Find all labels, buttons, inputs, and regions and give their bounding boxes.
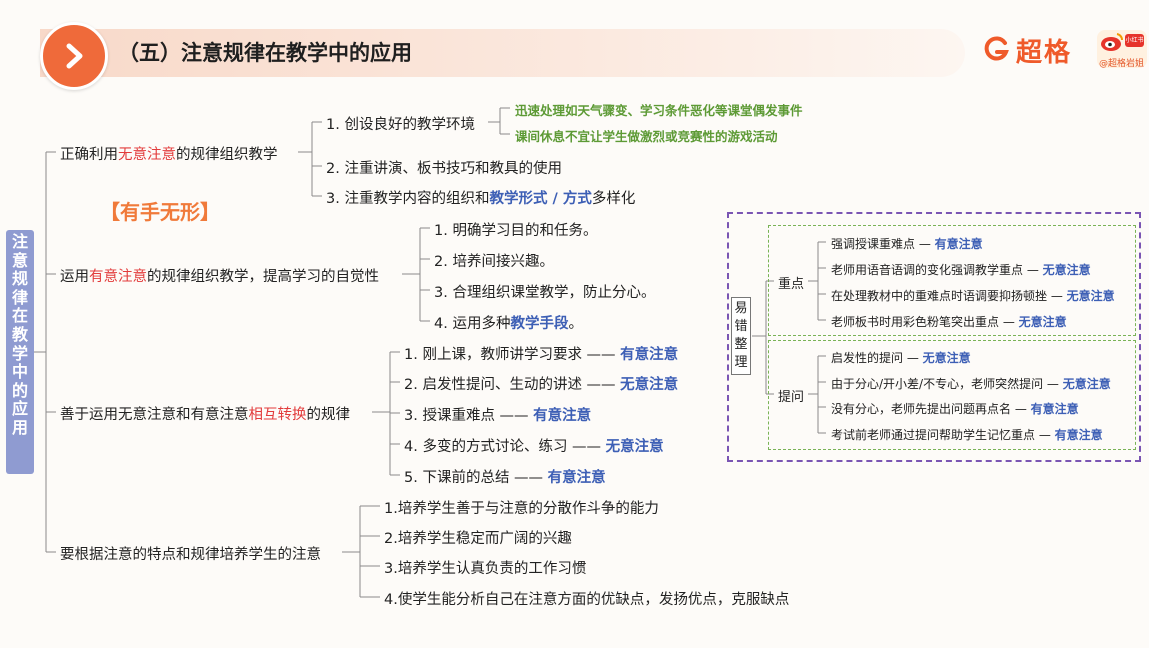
branch-4-item: 1.培养学生善于与注意的分散作斗争的能力 <box>384 501 659 517</box>
branch-2-label: 运用有意注意的规律组织教学，提高学习的自觉性 <box>60 269 379 285</box>
branch-1-item: 2. 注重讲演、板书技巧和教具的使用 <box>326 161 562 177</box>
panel-item: 老师板书时用彩色粉笔突出重点 — 无意注意 <box>831 315 1067 329</box>
branch-3-item: 3. 授课重难点 —— 有意注意 <box>404 408 592 424</box>
group-box-questions <box>768 340 1136 450</box>
branch-3-label: 善于运用无意注意和有意注意相互转换的规律 <box>60 407 350 423</box>
brand-logo-text: 超格 <box>1016 38 1073 68</box>
branch-4-item: 4.使学生能分析自己在注意方面的优缺点，发扬优点，克服缺点 <box>384 592 790 608</box>
branch-3-item: 1. 刚上课，教师讲学习要求 —— 有意注意 <box>404 347 679 363</box>
branch-1-note: 迅速处理如天气骤变、学习条件恶化等课堂偶发事件 <box>515 103 803 118</box>
branch-3-item: 2. 启发性提问、生动的讲述 —— 无意注意 <box>404 377 679 393</box>
branch-1-note: 课间休息不宜让学生做激烈或竞赛性的游戏活动 <box>515 129 778 144</box>
brand-logo-icon <box>984 36 1009 61</box>
branch-2-item: 2. 培养间接兴趣。 <box>434 254 554 270</box>
branch-2-item: 3. 合理组织课堂教学，防止分心。 <box>434 285 656 301</box>
weibo-badge: 小红书 <box>1097 30 1147 68</box>
xiaohongshu-tag: 小红书 <box>1125 34 1144 47</box>
group-name: 重点 <box>778 277 805 292</box>
panel-item: 没有分心，老师先提出问题再点名 — 有意注意 <box>831 402 1079 416</box>
panel-item: 启发性的提问 — 无意注意 <box>831 351 971 365</box>
header-badge <box>40 22 108 90</box>
mnemonic-stamp: 【有手无形】 <box>100 200 220 224</box>
branch-4-item: 2.培养学生稳定而广阔的兴趣 <box>384 531 572 547</box>
group-name: 提问 <box>778 390 805 405</box>
branch-1-item: 3. 注重教学内容的组织和教学形式 / 方式多样化 <box>326 191 636 207</box>
branch-2-item: 4. 运用多种教学手段。 <box>434 316 583 332</box>
panel-item: 考试前老师通过提问帮助学生记忆重点 — 有意注意 <box>831 428 1103 442</box>
branch-4-label: 要根据注意的特点和规律培养学生的注意 <box>60 547 321 563</box>
panel-item: 由于分心/开小差/不专心，老师突然提问 — 无意注意 <box>831 377 1111 391</box>
branch-1-label: 正确利用无意注意的规律组织教学 <box>60 147 278 163</box>
panel-item: 在处理教材中的重难点时语调要抑扬顿挫 — 无意注意 <box>831 289 1115 303</box>
weibo-icon <box>1101 33 1124 51</box>
branch-3-item: 5. 下课前的总结 —— 有意注意 <box>404 470 606 486</box>
header-bar <box>40 29 965 77</box>
page-title: （五）注意规律在教学中的应用 <box>118 41 412 65</box>
branch-2-item: 1. 明确学习目的和任务。 <box>434 223 598 239</box>
error-summary-panel <box>727 212 1141 462</box>
root-node <box>6 230 34 474</box>
branch-4-item: 3.培养学生认真负责的工作习惯 <box>384 561 587 577</box>
chevron-right-icon <box>66 43 83 69</box>
panel-item: 强调授课重难点 — 有意注意 <box>831 237 983 251</box>
group-box-key-points <box>768 225 1136 336</box>
panel-item: 老师用语音语调的变化强调教学重点 — 无意注意 <box>831 263 1091 277</box>
branch-3-item: 4. 多变的方式讨论、练习 —— 无意注意 <box>404 439 664 455</box>
branch-1-item: 1. 创设良好的教学环境 <box>326 117 475 133</box>
panel-label: 易错整理 <box>731 297 751 375</box>
root-label: 注意规律在教学中的应用 <box>11 232 28 437</box>
weibo-handle: @超格岩姐 <box>1099 59 1145 69</box>
